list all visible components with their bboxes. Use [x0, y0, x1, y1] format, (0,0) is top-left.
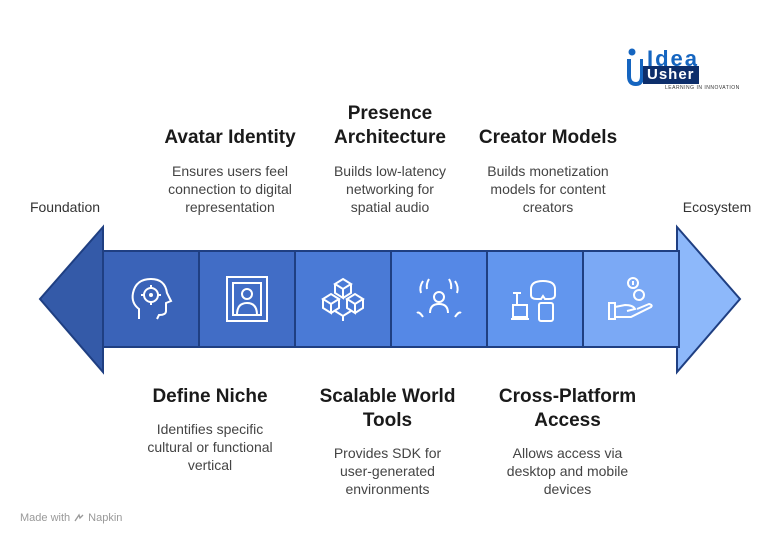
vr-devices-icon: [511, 279, 556, 322]
presence-architecture-title: Presence Architecture: [334, 103, 446, 148]
left-arrowhead: [38, 224, 104, 375]
logo-line2: Usher: [643, 66, 699, 84]
presence-architecture-desc: Builds low-latency networking for spatia…: [333, 163, 447, 215]
hand-coins-icon: [608, 277, 653, 320]
head-target-icon: [131, 277, 173, 320]
made-with-footer: Made with Napkin: [20, 512, 122, 524]
scalable-world-tools-desc: Provides SDK for user-generated environm…: [333, 445, 442, 497]
right-arrowhead: [676, 224, 742, 375]
napkin-logo-icon: [74, 513, 84, 522]
scalable-world-tools-title: Scalable World Tools: [319, 386, 456, 431]
arrow-segment-3: [294, 250, 392, 348]
idea-usher-logo: Idea Usher LEARNING IN INNOVATION: [627, 46, 739, 92]
arrow-segment-1: [102, 250, 200, 348]
avatar-identity-desc: Ensures users feel connection to digital…: [168, 163, 292, 215]
ecosystem-label: Ecosystem: [682, 199, 752, 215]
define-niche-desc: Identifies specific cultural or function…: [147, 421, 273, 473]
person-signal-icon: [416, 278, 462, 318]
creator-models-title: Creator Models: [478, 127, 618, 148]
logo-u-mark-icon: [627, 48, 643, 86]
made-with-text: Made with: [20, 512, 71, 524]
arrow-segment-6: [582, 250, 680, 348]
cube-network-icon: [321, 277, 365, 321]
napkin-brand-text: Napkin: [88, 512, 123, 524]
cross-platform-access-title: Cross-Platform Access: [498, 386, 637, 431]
define-niche-title: Define Niche: [152, 386, 268, 407]
cross-platform-access-desc: Allows access via desktop and mobile dev…: [506, 445, 629, 497]
creator-models-desc: Builds monetization models for content c…: [487, 163, 609, 215]
logo-tagline: LEARNING IN INNOVATION: [665, 85, 740, 91]
foundation-label: Foundation: [29, 199, 101, 215]
arrow-segment-4: [390, 250, 488, 348]
avatar-identity-title: Avatar Identity: [164, 127, 296, 148]
portrait-frame-icon: [226, 276, 268, 322]
